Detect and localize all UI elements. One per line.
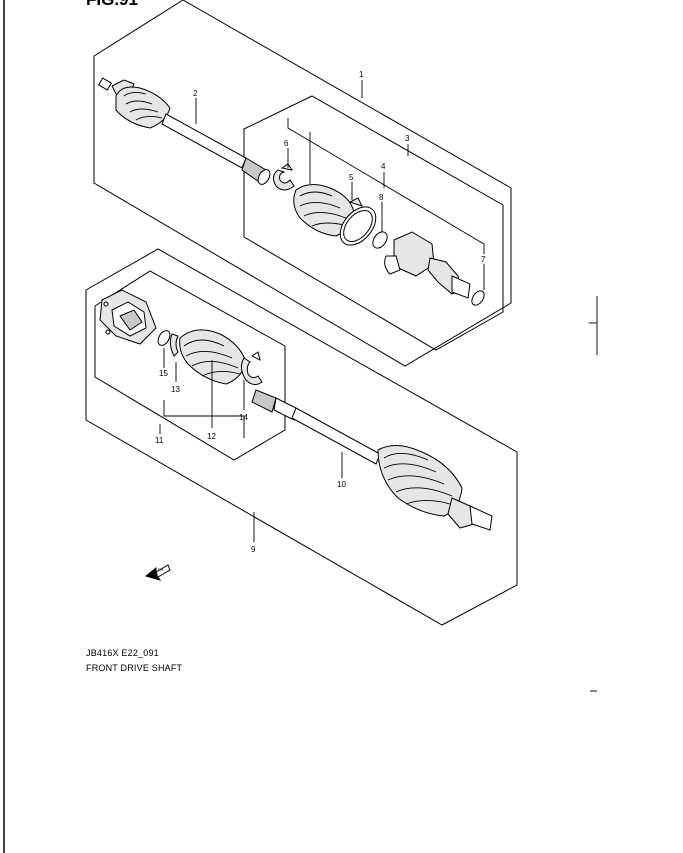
part-6-boot-band [272,163,295,191]
callout-12: 12 [207,432,216,441]
part-12-boot [179,329,247,385]
part-7-inner-joint [384,231,485,306]
part-5-boot-band [339,197,377,246]
callout-6: 6 [284,139,289,148]
callout-8: 8 [379,193,384,202]
callout-3: 3 [405,134,410,143]
figure-name: FRONT DRIVE SHAFT [86,663,183,673]
part-15-circlip [157,330,171,346]
leader-lines [159,80,485,542]
assembly-box-3 [243,95,504,351]
part-8-circlip [372,231,388,249]
callout-15: 15 [159,369,168,378]
front-arrow-label: FR [158,567,163,572]
callout-1: 1 [359,70,364,79]
part-13-boot-band [169,333,179,357]
callout-13: 13 [171,385,180,394]
callout-14: 14 [239,413,248,422]
callout-7: 7 [481,255,486,264]
callout-9: 9 [251,545,256,554]
figure-code: JB416X E22_091 [86,648,159,658]
figure-title: FIG.91 [86,0,138,10]
assembly-box-1 [93,0,512,367]
front-arrow-icon: FR [144,564,171,581]
callout-10: 10 [337,480,346,489]
part-2-drive-shaft-outer [97,77,271,185]
callout-5: 5 [349,173,354,182]
part-10-drive-shaft [251,389,493,531]
part-14-boot-band [240,351,263,386]
part-housing-tripod [99,289,157,345]
callout-11: 11 [155,436,164,445]
callout-2: 2 [193,89,198,98]
callout-4: 4 [381,162,386,171]
assembly-box-11 [94,270,286,461]
assembly-box-9 [85,248,518,626]
